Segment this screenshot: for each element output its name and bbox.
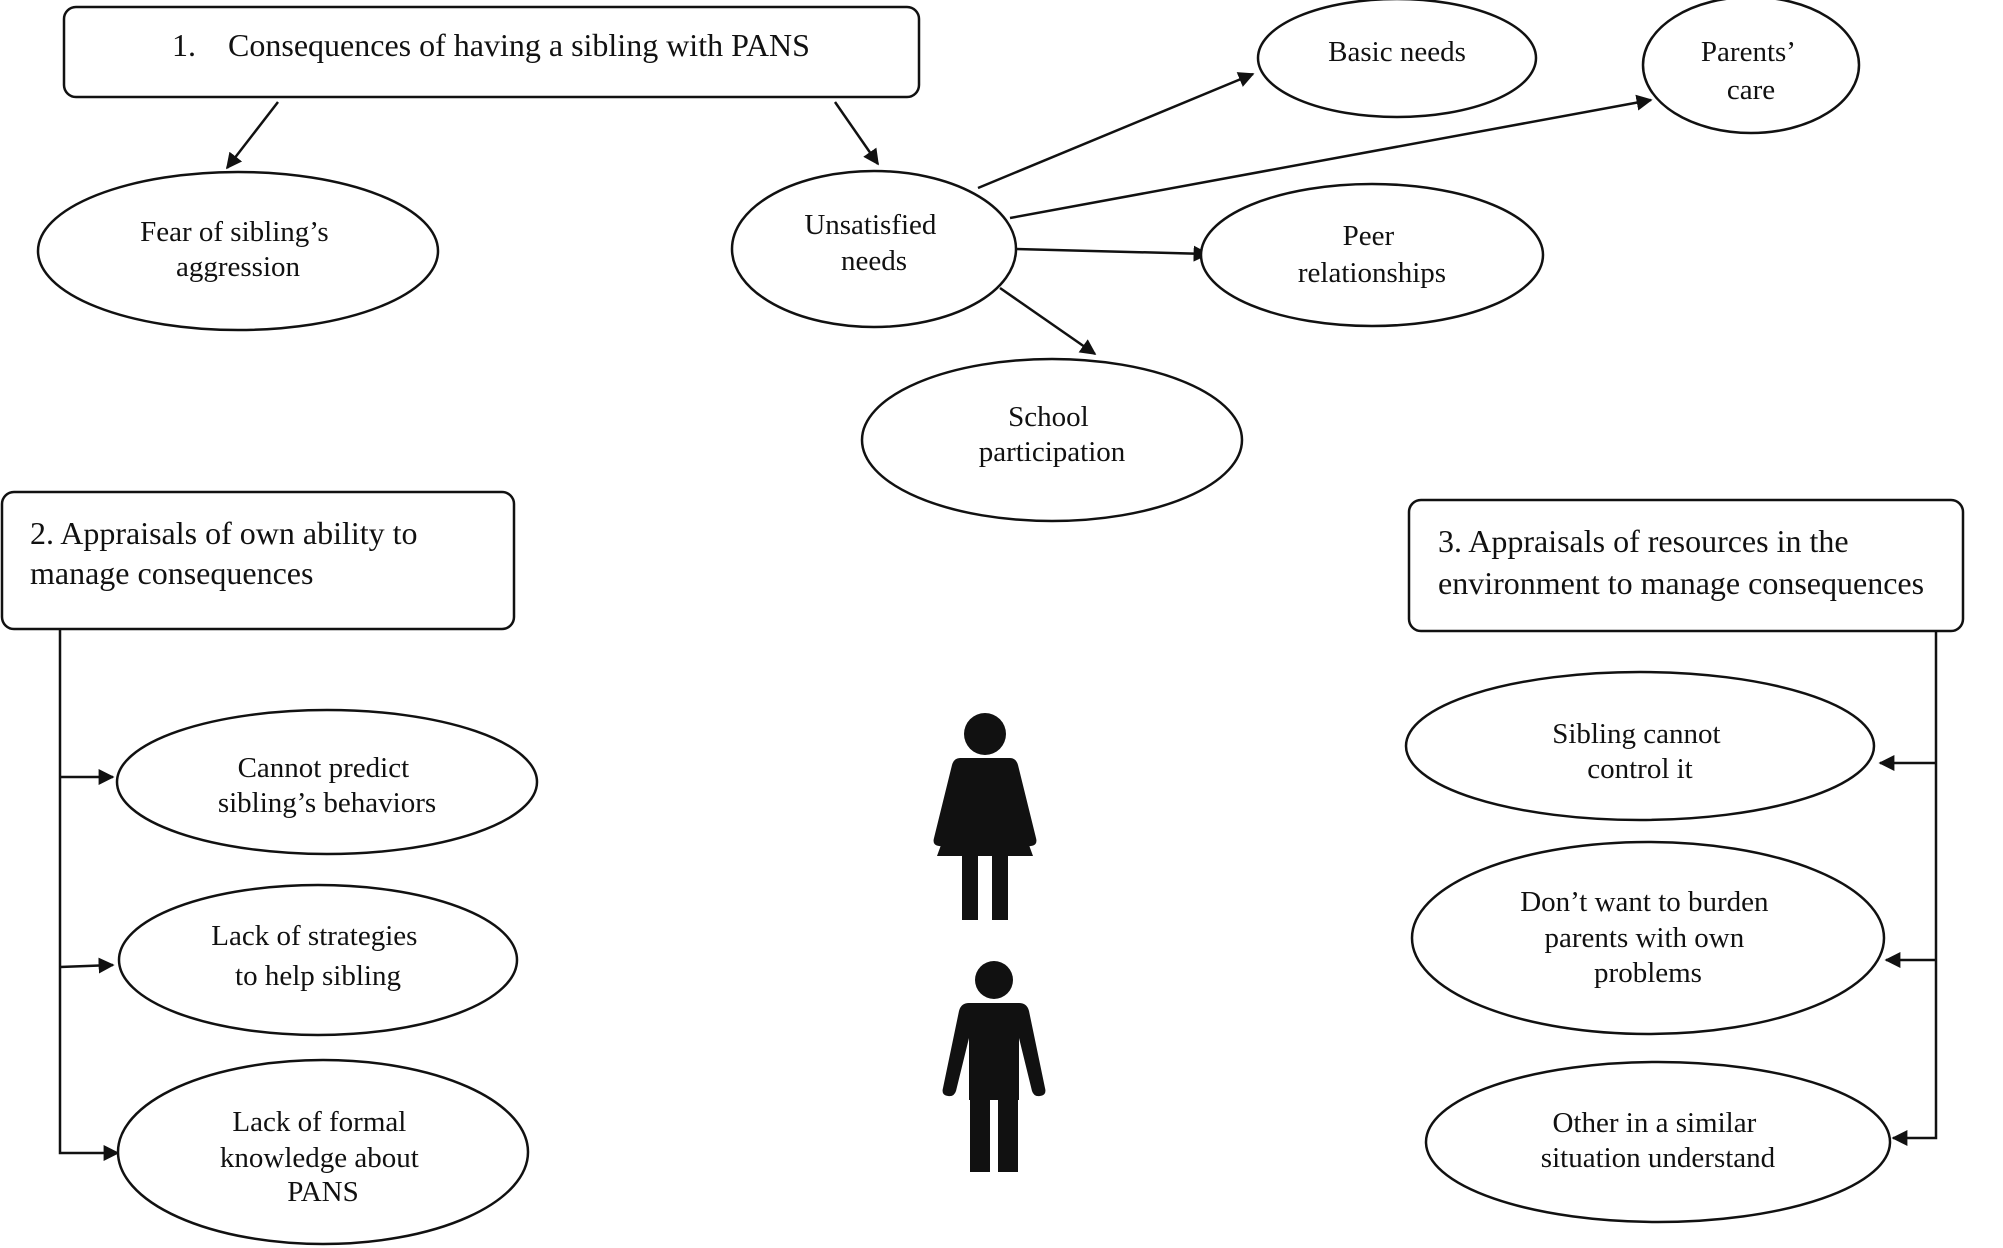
node-peer-relationships: Peer relationships bbox=[1199, 182, 1545, 328]
node-predict-line-2: sibling’s behaviors bbox=[218, 787, 436, 819]
node-school-participation: School participation bbox=[860, 357, 1244, 523]
node-similar-line-2: situation understand bbox=[1541, 1142, 1776, 1174]
svg-text:Lack of formal knowledge: Lack of formal knowledge about PANS bbox=[220, 1106, 426, 1208]
node-fear-line-2: aggression bbox=[176, 251, 301, 283]
node-burden-line-2: parents with own bbox=[1545, 922, 1745, 954]
arrow-unsatisfied-to-peer bbox=[1015, 245, 1210, 262]
node-burden-line-1: Don’t want to burden bbox=[1520, 886, 1769, 918]
node-school-line-2: participation bbox=[979, 436, 1126, 468]
node-parents-care: Parents’ care bbox=[1641, 0, 1861, 135]
header-box-resources: 3. Appraisals of resources in the enviro… bbox=[1407, 498, 1965, 633]
arrow-unsatisfied-to-basic bbox=[977, 72, 1255, 190]
svg-text:Unsatisfied needs: Unsatisfied needs bbox=[804, 209, 943, 277]
female-person-icon bbox=[933, 713, 1037, 920]
svg-text:2. Appraisals of own ability t: 2. Appraisals of own ability to manage c… bbox=[30, 515, 426, 591]
node-parents-care-line-2: care bbox=[1727, 74, 1775, 106]
node-control-line-2: control it bbox=[1587, 753, 1693, 785]
node-peer-line-2: relationships bbox=[1298, 257, 1446, 289]
node-fear-of-aggression: Fear of sibling’s aggression bbox=[36, 170, 440, 332]
svg-text:Other in a similar situa: Other in a similar situation understand bbox=[1541, 1107, 1776, 1174]
node-similar-line-1: Other in a similar bbox=[1552, 1107, 1756, 1139]
bracket-h3 bbox=[1891, 632, 1938, 1146]
node-knowledge-line-3: PANS bbox=[287, 1176, 358, 1208]
node-lack-of-knowledge: Lack of formal knowledge about PANS bbox=[116, 1058, 530, 1246]
connectors bbox=[58, 72, 1938, 1161]
header-own-ability-line-2: manage consequences bbox=[30, 555, 313, 591]
node-unsatisfied-needs: Unsatisfied needs bbox=[730, 169, 1018, 329]
node-dont-want-to-burden: Don’t want to burden parents with own pr… bbox=[1410, 840, 1886, 1036]
svg-text:1. Consequences of having a: 1. Consequences of having a sibling with… bbox=[172, 27, 810, 63]
arrow-unsatisfied-to-parents-care bbox=[1009, 94, 1653, 220]
node-other-in-similar-situation: Other in a similar situation understand bbox=[1424, 1060, 1892, 1224]
header-box-own-ability: 2. Appraisals of own ability to manage c… bbox=[0, 490, 516, 631]
node-control-line-1: Sibling cannot bbox=[1552, 718, 1720, 750]
node-strategies-line-1: Lack of strategies bbox=[211, 920, 417, 952]
arrow-h2-to-strategies bbox=[59, 957, 115, 974]
arrow-h1-to-unsatisfied bbox=[833, 101, 880, 166]
node-knowledge-line-1: Lack of formal bbox=[232, 1106, 406, 1138]
header-consequences-line: 1. Consequences of having a sibling with… bbox=[172, 27, 810, 63]
node-sibling-cannot-control: Sibling cannot control it bbox=[1404, 670, 1876, 822]
node-knowledge-line-2: knowledge about bbox=[220, 1142, 419, 1174]
svg-text:3. Appraisals of resources in: 3. Appraisals of resources in the enviro… bbox=[1438, 523, 1924, 601]
svg-text:Sibling cannot control i: Sibling cannot control it bbox=[1552, 718, 1728, 785]
node-burden-line-3: problems bbox=[1594, 957, 1702, 989]
male-person-icon bbox=[942, 961, 1046, 1172]
svg-text:School participation: School participation bbox=[979, 401, 1126, 468]
svg-text:Basic needs: Basic needs bbox=[1328, 36, 1466, 68]
node-predict-line-1: Cannot predict bbox=[238, 752, 410, 784]
node-basic-needs: Basic needs bbox=[1256, 0, 1538, 119]
node-school-line-1: School bbox=[1008, 401, 1089, 433]
node-cannot-predict: Cannot predict sibling’s behaviors bbox=[115, 708, 539, 856]
svg-text:Peer relationships: Peer relationships bbox=[1298, 220, 1446, 289]
header-resources-line-1: 3. Appraisals of resources in the bbox=[1438, 523, 1849, 559]
node-parents-care-line-1: Parents’ bbox=[1701, 36, 1794, 68]
header-resources-line-2: environment to manage consequences bbox=[1438, 565, 1924, 601]
node-unsatisfied-line-2: needs bbox=[841, 245, 907, 277]
node-peer-line-1: Peer bbox=[1343, 220, 1395, 252]
arrow-unsatisfied-to-school bbox=[999, 286, 1097, 356]
svg-text:Don’t want to burden par: Don’t want to burden parents with own pr… bbox=[1520, 886, 1776, 989]
svg-text:Lack of strategies to he: Lack of strategies to help sibling bbox=[211, 920, 424, 992]
header-box-consequences: 1. Consequences of having a sibling with… bbox=[62, 5, 921, 99]
node-basic-line-1: Basic needs bbox=[1328, 36, 1466, 68]
node-fear-line-1: Fear of sibling’s bbox=[140, 216, 329, 248]
node-unsatisfied-line-1: Unsatisfied bbox=[804, 209, 937, 241]
node-strategies-line-2: to help sibling bbox=[235, 960, 401, 992]
header-own-ability-line-1: 2. Appraisals of own ability to bbox=[30, 515, 418, 551]
svg-text:Fear of sibling’s aggres: Fear of sibling’s aggression bbox=[140, 216, 336, 283]
svg-text:Cannot predict sibling’s: Cannot predict sibling’s behaviors bbox=[218, 752, 436, 819]
bracket-h2 bbox=[58, 630, 120, 1161]
svg-text:Parents’ care: Parents’ care bbox=[1701, 36, 1801, 106]
node-lack-of-strategies: Lack of strategies to help sibling bbox=[117, 883, 519, 1037]
arrow-h1-to-fear bbox=[226, 101, 279, 170]
